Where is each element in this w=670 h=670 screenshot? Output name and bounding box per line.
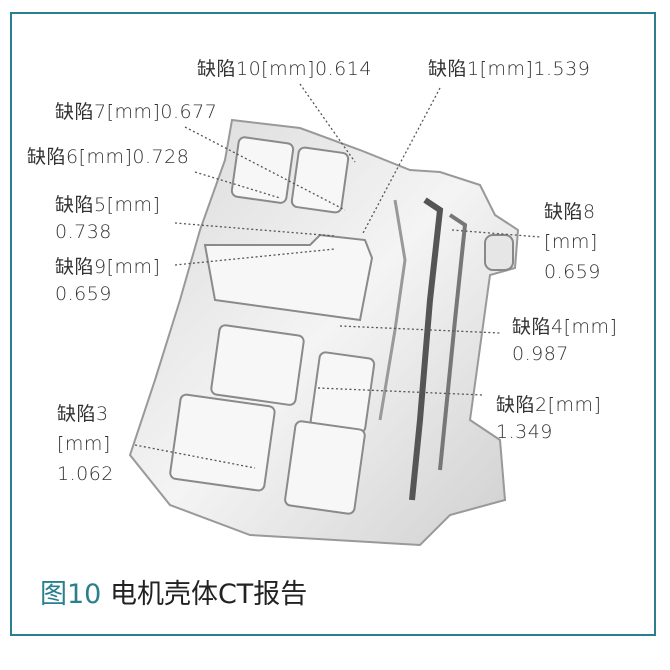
defect-unit: [mm] (57, 433, 111, 455)
figure-number: 图10 (40, 579, 102, 610)
defect-value: 0.987 (512, 343, 569, 365)
defect-value: 1.062 (57, 463, 114, 485)
defect-text: 缺陷3 (57, 403, 109, 425)
defect-label-2: 缺陷2[mm] 1.349 (496, 392, 601, 446)
defect-text: 缺陷5[mm] (55, 194, 161, 216)
defect-text: 缺陷4[mm] (512, 316, 618, 338)
figure-frame (10, 12, 656, 636)
defect-text: 缺陷9[mm] (55, 256, 161, 278)
defect-label-4: 缺陷4[mm] 0.987 (512, 314, 617, 368)
leader-line-6 (194, 171, 281, 199)
defect-value: 0.659 (55, 283, 112, 305)
defect-label-3: 缺陷3 [mm] 1.062 (57, 399, 114, 489)
leader-line-2 (317, 387, 484, 396)
defect-label-6: 缺陷6[mm]0.728 (27, 144, 189, 171)
defect-label-7: 缺陷7[mm]0.677 (55, 99, 217, 126)
defect-value: 0.738 (55, 221, 112, 243)
defect-label-8: 缺陷8 [mm] 0.659 (544, 197, 601, 287)
defect-label-9: 缺陷9[mm] 0.659 (55, 254, 160, 308)
defect-text: 缺陷1[mm]1.539 (428, 58, 591, 80)
defect-label-5: 缺陷5[mm] 0.738 (55, 192, 160, 246)
defect-text: 缺陷6[mm]0.728 (27, 146, 190, 168)
leader-line-8 (451, 229, 541, 238)
figure-title: 电机壳体CT报告 (109, 579, 308, 610)
defect-label-10: 缺陷10[mm]0.614 (197, 56, 372, 83)
defect-label-1: 缺陷1[mm]1.539 (428, 56, 590, 83)
defect-text: 缺陷10[mm]0.614 (197, 58, 372, 80)
defect-value: 1.349 (496, 421, 553, 443)
defect-value: 0.659 (544, 261, 601, 283)
defect-text: 缺陷2[mm] (496, 394, 602, 416)
leader-line-1 (361, 87, 441, 236)
figure-caption: 图10 电机壳体CT报告 (40, 572, 307, 611)
defect-text: 缺陷7[mm]0.677 (55, 101, 218, 123)
housing-body (128, 118, 520, 547)
defect-unit: [mm] (544, 231, 598, 253)
defect-text: 缺陷8 (544, 201, 596, 223)
leader-line-7 (184, 126, 346, 211)
leader-lines (134, 83, 541, 469)
